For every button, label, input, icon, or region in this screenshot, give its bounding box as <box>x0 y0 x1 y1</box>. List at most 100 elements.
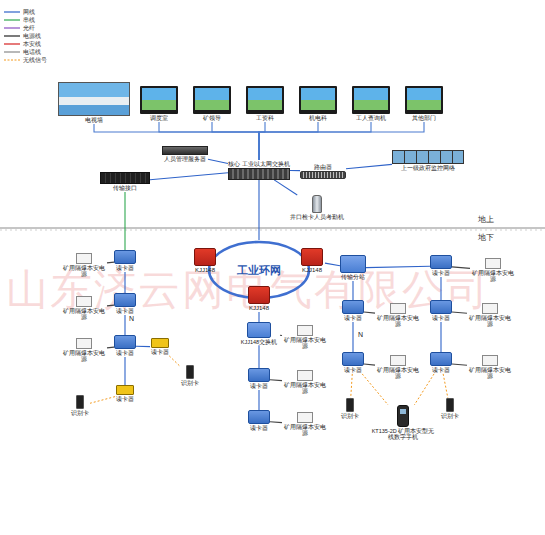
tvwall-icon <box>58 82 130 116</box>
annotation-label: 地下 <box>478 232 494 243</box>
reader-icon <box>342 300 364 314</box>
node-label: 读卡器 <box>432 270 450 277</box>
legend-text: 光纤 <box>23 25 35 32</box>
phone-screen <box>400 409 406 414</box>
power-icon <box>390 355 406 366</box>
network-link <box>259 122 265 160</box>
network-link <box>136 346 150 347</box>
node-label: 调度室 <box>150 115 168 122</box>
node-label: 矿用隔爆本安电源 <box>282 382 328 395</box>
monitor-icon <box>299 86 337 114</box>
power-cable <box>364 364 375 365</box>
monitor-screen <box>142 88 176 110</box>
annotation-label: N <box>129 315 134 322</box>
node-label: 电视墙 <box>85 117 103 124</box>
legend-text: 电话线 <box>23 49 41 56</box>
legend-line-sample <box>4 43 20 44</box>
power-cable <box>364 312 375 313</box>
node-label: 读卡器 <box>116 265 134 272</box>
network-link <box>212 122 259 160</box>
node-label: 识别卡 <box>71 410 89 417</box>
network-link <box>274 180 297 195</box>
node-label: 读卡器 <box>344 315 362 322</box>
router-icon <box>300 171 346 179</box>
monitor-icon <box>246 86 284 114</box>
legend-row: 电话线 <box>4 48 47 56</box>
power-cable <box>452 267 470 269</box>
network-link <box>366 266 430 267</box>
power-icon <box>482 355 498 366</box>
node-label: 井口检卡人员考勤机 <box>290 214 344 221</box>
node-label: 识别卡 <box>341 413 359 420</box>
power-cable <box>107 262 114 264</box>
reader-icon <box>114 335 136 349</box>
node-label: 读卡器 <box>250 383 268 390</box>
gov-icon <box>392 150 464 164</box>
power-cable <box>452 312 467 313</box>
monitor-screen <box>407 88 441 110</box>
network-link <box>208 159 228 163</box>
legend-line <box>4 17 20 23</box>
node-label: 读卡器 <box>116 308 134 315</box>
card-icon <box>76 395 84 409</box>
ground-line <box>0 228 545 229</box>
device-node: 人员管理服务器 <box>162 146 208 163</box>
power-cable <box>280 335 282 336</box>
ground-hatch <box>0 230 545 231</box>
network-link <box>124 272 125 293</box>
reader-icon <box>114 293 136 307</box>
legend-text: 无线信号 <box>23 57 47 64</box>
device-node: 读卡器 <box>150 338 170 356</box>
card-icon <box>346 398 354 412</box>
network-link <box>440 322 441 352</box>
device-node: 读卡器 <box>430 255 452 277</box>
power-icon <box>297 325 313 336</box>
node-label: 读卡器 <box>151 349 169 356</box>
device-node: 读卡器 <box>342 300 364 322</box>
power-icon <box>485 258 501 269</box>
node-label: 读卡器 <box>432 367 450 374</box>
power-icon <box>297 370 313 381</box>
network-link <box>124 315 125 335</box>
network-link <box>258 312 259 322</box>
switch-icon <box>228 168 290 180</box>
phone-icon <box>397 405 409 427</box>
node-label: 识别卡 <box>181 380 199 387</box>
device-node: 其他部门 <box>405 86 443 122</box>
kiosk-icon <box>312 195 322 213</box>
network-link <box>346 164 392 168</box>
device-node: 矿用隔爆本安电源 <box>61 253 107 278</box>
node-label: 机电科 <box>309 115 327 122</box>
node-label: 路由器 <box>314 164 332 171</box>
legend-text: 本安线 <box>23 41 41 48</box>
network-link <box>258 390 259 410</box>
server-icon <box>162 146 208 155</box>
legend-line <box>4 33 20 39</box>
power-cable <box>270 421 282 423</box>
network-link <box>259 122 371 160</box>
device-node: 读卡器 <box>114 250 136 272</box>
device-node: 读卡器 <box>248 368 270 390</box>
device-node: 读卡器 <box>114 335 136 357</box>
monitor-icon <box>140 86 178 114</box>
reader-icon <box>430 352 452 366</box>
node-label: 矿用隔爆本安电源 <box>61 350 107 363</box>
node-label: 矿用隔爆本安电源 <box>61 308 107 321</box>
node-label: 其他部门 <box>412 115 436 122</box>
station-icon <box>340 255 366 273</box>
device-node: 读卡器 <box>115 385 135 403</box>
device-node: 读卡器 <box>430 352 452 374</box>
node-label: 传输接口 <box>113 185 137 192</box>
device-node: 识别卡 <box>70 395 90 417</box>
node-label: 读卡器 <box>432 315 450 322</box>
network-link <box>352 281 353 300</box>
device-node: 矿领导 <box>193 86 231 122</box>
device-node: 矿用隔爆本安电源 <box>375 355 421 380</box>
legend-line-sample <box>4 27 20 28</box>
kjj-icon <box>248 286 270 304</box>
legend-line <box>4 49 20 55</box>
device-node: 识别卡 <box>180 365 200 387</box>
node-label: 核心 工业以太网交换机 <box>228 161 290 168</box>
